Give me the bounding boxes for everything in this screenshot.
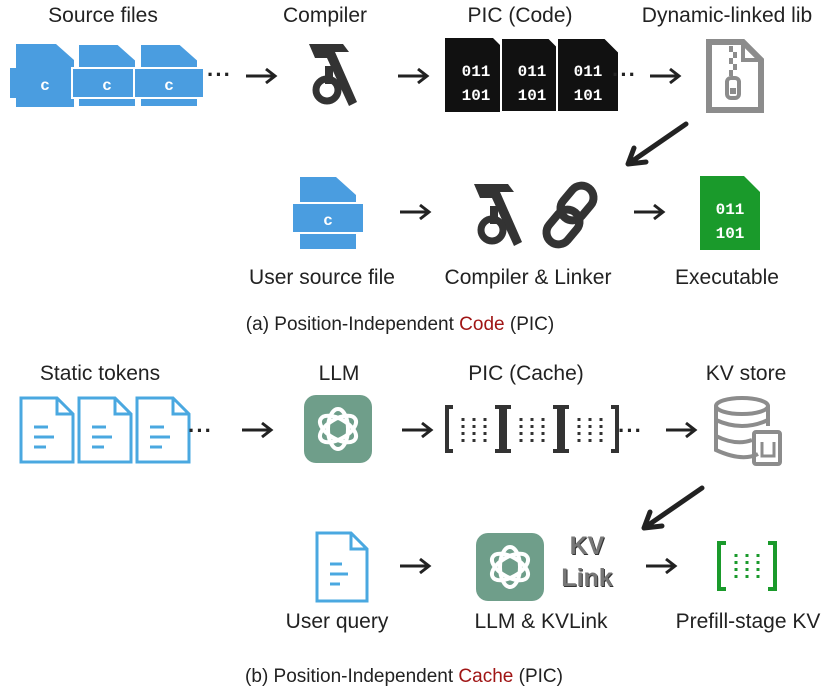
c-file-icon: c — [10, 44, 80, 107]
static-tokens-group — [19, 396, 191, 464]
source-files-group: c c c — [10, 43, 205, 108]
executable-file-icon: 011 101 — [700, 176, 760, 250]
arrow-right-icon — [634, 203, 666, 221]
label-llm-kvlink: LLM & KVLink — [474, 610, 608, 633]
label-pic-cache: PIC (Cache) — [468, 362, 584, 385]
svg-text:101: 101 — [462, 87, 491, 105]
user-query-document-icon — [315, 531, 369, 603]
ellipsis: ··· — [188, 418, 213, 443]
svg-text:011: 011 — [462, 63, 491, 81]
llm-icon — [304, 395, 372, 463]
hammer-wrench-icon — [474, 184, 522, 246]
arrow-right-icon — [402, 421, 434, 439]
svg-text:c: c — [164, 77, 174, 95]
arrow-right-icon — [666, 421, 698, 439]
document-icon — [135, 396, 191, 464]
arrow-right-icon — [400, 203, 432, 221]
document-icon — [77, 396, 133, 464]
caption-a: (a) Position-Independent Code (PIC) — [245, 314, 555, 335]
ellipsis: ··· — [612, 62, 637, 87]
label-static-tokens: Static tokens — [39, 362, 161, 385]
c-file-icon: c — [133, 43, 205, 108]
binary-file-icon: 011 101 — [556, 38, 620, 113]
prefill-kv-icon — [717, 541, 777, 591]
label-pic-code: PIC (Code) — [467, 4, 573, 27]
svg-text:c: c — [40, 77, 50, 95]
arrow-right-icon — [242, 421, 274, 439]
kv-block-icon — [503, 405, 561, 453]
pic-cache-group — [445, 405, 619, 453]
svg-text:c: c — [323, 212, 333, 230]
kv-block-icon — [445, 405, 503, 453]
database-icon — [714, 396, 782, 466]
kv-block-icon — [561, 405, 619, 453]
zip-file-icon — [706, 39, 764, 113]
caption-b-highlight: Cache — [458, 666, 514, 687]
llm-icon — [476, 533, 544, 601]
user-source-file-icon: c — [291, 177, 365, 249]
label-user-query: User query — [285, 610, 389, 633]
arrow-down-left-icon — [641, 485, 705, 531]
label-kv-store: KV store — [705, 362, 787, 385]
c-file-icon: c — [71, 43, 143, 108]
label-llm: LLM — [318, 362, 360, 385]
pic-code-group: 011 101 011 101 011 101 — [445, 38, 620, 113]
hammer-wrench-icon — [309, 44, 357, 106]
document-icon — [19, 396, 75, 464]
caption-a-highlight: Code — [459, 314, 505, 335]
arrow-right-icon — [398, 67, 430, 85]
label-source-files: Source files — [48, 4, 158, 27]
kvlink-logo-line1: KV — [569, 532, 605, 560]
chain-link-icon — [542, 181, 598, 249]
svg-text:c: c — [102, 77, 112, 95]
label-compiler-linker: Compiler & Linker — [444, 266, 612, 289]
label-prefill-kv: Prefill-stage KV — [675, 610, 821, 633]
ellipsis: ··· — [207, 62, 232, 87]
svg-text:011: 011 — [518, 63, 547, 81]
svg-text:101: 101 — [716, 225, 745, 243]
arrow-right-icon — [400, 557, 432, 575]
label-dynamic-lib: Dynamic-linked lib — [641, 4, 813, 27]
label-compiler: Compiler — [282, 4, 368, 27]
binary-file-icon: 011 101 — [445, 38, 507, 112]
arrow-right-icon — [646, 557, 678, 575]
svg-text:101: 101 — [518, 87, 547, 105]
label-executable: Executable — [675, 266, 779, 289]
svg-text:101: 101 — [574, 87, 603, 105]
ellipsis: ··· — [618, 418, 643, 443]
binary-file-icon: 011 101 — [500, 38, 564, 113]
arrow-right-icon — [246, 67, 278, 85]
kvlink-logo-line2: Link — [561, 564, 613, 592]
kvlink-logo: KV Link — [556, 530, 618, 594]
arrow-down-left-icon — [625, 121, 689, 167]
svg-text:011: 011 — [716, 201, 745, 219]
label-user-source-file: User source file — [249, 266, 395, 289]
svg-text:011: 011 — [574, 63, 603, 81]
arrow-right-icon — [650, 67, 682, 85]
caption-b: (b) Position-Independent Cache (PIC) — [245, 666, 563, 687]
